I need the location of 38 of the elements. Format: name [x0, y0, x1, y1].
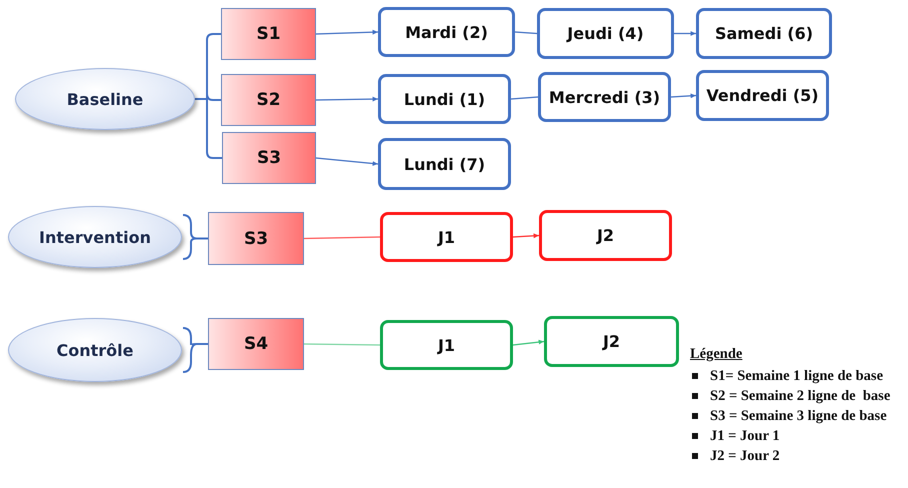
day-box: Mercredi (3) [538, 72, 671, 122]
bracket-connector [182, 214, 209, 260]
bracket-connector [182, 327, 209, 373]
week-box: S3 [208, 212, 304, 265]
day-box: J2 [539, 210, 672, 261]
connector-line [510, 96, 538, 100]
group-ellipse: Baseline [15, 68, 195, 130]
arrow [512, 340, 544, 346]
legend-entry: J1 = Jour 1 [710, 428, 780, 444]
day-box: Mardi (2) [378, 7, 515, 57]
legend-title: Légende [690, 346, 742, 363]
group-ellipse: Intervention [8, 206, 182, 268]
arrow [670, 93, 696, 98]
day-box: J1 [380, 320, 513, 370]
arrow [316, 157, 378, 166]
legend-entry: J2 = Jour 2 [710, 448, 780, 464]
legend-entry: S3 = Semaine 3 ligne de base [710, 408, 887, 424]
legend-entry: S1= Semaine 1 ligne de base [710, 368, 884, 384]
connector-line [304, 236, 380, 240]
arrow [316, 30, 378, 35]
day-box: Lundi (7) [378, 138, 511, 190]
week-box: S4 [208, 318, 304, 370]
day-box: Vendredi (5) [696, 70, 829, 121]
connector-line [304, 343, 380, 346]
arrow [316, 96, 378, 102]
week-box: S2 [221, 74, 316, 126]
week-box: S1 [221, 8, 316, 60]
day-box: J1 [380, 212, 513, 262]
day-box: Samedi (6) [696, 8, 832, 59]
connector-line [514, 31, 538, 34]
day-box: Jeudi (4) [537, 8, 674, 59]
arrow [512, 233, 540, 238]
arrow [674, 31, 696, 36]
group-ellipse: Contrôle [8, 318, 182, 382]
day-box: J2 [544, 316, 679, 367]
week-box: S3 [222, 132, 316, 184]
day-box: Lundi (1) [378, 74, 511, 124]
legend-entry: S2 = Semaine 2 ligne de base [710, 388, 890, 404]
